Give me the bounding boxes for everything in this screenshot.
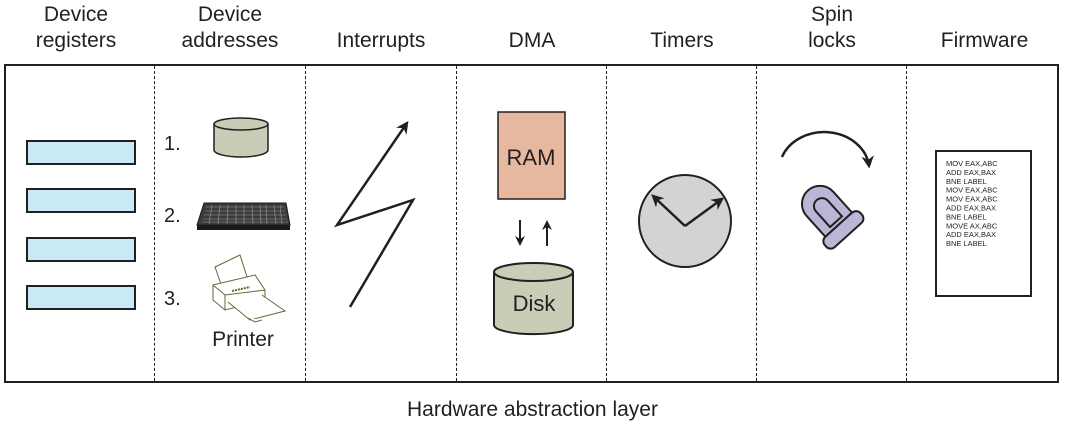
code-line: MOVE AX,ABC <box>946 221 998 230</box>
code-line: BNE LABEL <box>946 177 987 186</box>
title-line: registers <box>35 29 117 52</box>
column-title-interrupts: Interrupts <box>305 0 457 60</box>
device-addresses-group: 1. 2. <box>164 117 291 351</box>
code-line: ADD EAX,BAX <box>946 168 996 177</box>
disk-label: Disk <box>513 291 557 316</box>
title-line: Firmware <box>940 29 1029 52</box>
code-line: MOV EAX,ABC <box>946 186 998 195</box>
title-line: addresses <box>181 29 279 52</box>
title-line: Device <box>43 3 109 26</box>
code-line: BNE LABEL <box>946 239 987 248</box>
column-title-firmware: Firmware <box>907 0 1062 60</box>
hal-frame <box>4 64 1059 383</box>
title-line: Interrupts <box>336 29 426 52</box>
column-divider <box>606 66 607 381</box>
column-divider <box>154 66 155 381</box>
column-divider <box>456 66 457 381</box>
column-divider <box>906 66 907 381</box>
title-line: locks <box>808 29 856 52</box>
code-line: ADD EAX,BAX <box>946 230 996 239</box>
disk-icon <box>493 262 574 336</box>
code-line: MOV EAX,ABC <box>946 195 998 204</box>
diagram-caption: Hardware abstraction layer <box>407 398 658 421</box>
item-number: 1. <box>164 133 181 155</box>
document-icon <box>935 150 1032 297</box>
clock-icon <box>638 174 732 268</box>
column-title-device-registers: Device registers <box>0 0 152 60</box>
printer-label: Printer <box>212 328 274 351</box>
disk-drive-icon <box>213 117 269 158</box>
title-line: Spin <box>810 3 853 26</box>
dma-group: RAM Disk <box>493 111 574 336</box>
code-line: ADD EAX,BAX <box>946 204 996 213</box>
title-line: DMA <box>508 29 556 52</box>
column-title-dma: DMA <box>457 0 607 60</box>
title-line: Timers <box>650 29 714 52</box>
register-icon <box>26 285 136 310</box>
column-title-spin-locks: Spin locks <box>757 0 907 60</box>
interrupt-icon <box>333 120 416 308</box>
spin-lock-group <box>780 130 874 250</box>
register-icon <box>26 188 136 213</box>
code-line: BNE LABEL <box>946 212 987 221</box>
code-line: MOV EAX,ABC <box>946 159 998 168</box>
printer-icon <box>212 254 287 323</box>
column-divider <box>756 66 757 381</box>
keyboard-icon <box>196 202 291 230</box>
item-number: 3. <box>164 288 181 310</box>
column-divider <box>305 66 306 381</box>
column-title-device-addresses: Device addresses <box>155 0 305 60</box>
ram-icon <box>497 111 566 200</box>
device-registers-group <box>26 140 136 310</box>
register-icon <box>26 140 136 165</box>
ram-label: RAM <box>507 145 556 170</box>
column-title-timers: Timers <box>607 0 757 60</box>
lock-icon <box>800 184 865 250</box>
title-line: Device <box>197 3 263 26</box>
rotate-arrow-icon <box>780 130 874 169</box>
item-number: 2. <box>164 205 181 227</box>
register-icon <box>26 237 136 262</box>
